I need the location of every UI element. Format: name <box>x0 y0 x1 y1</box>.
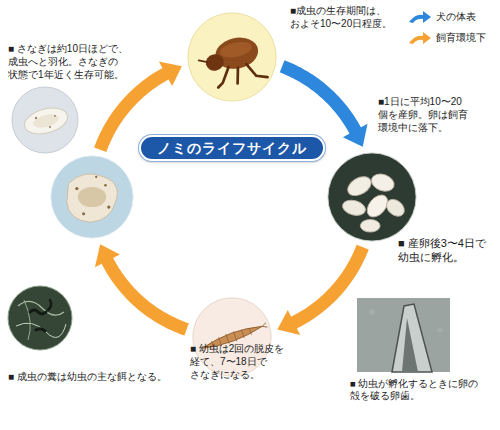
cycle-arrow <box>277 247 362 335</box>
stage-caption: ■ さなぎは約10日ほどで、 成虫へと羽化。さなぎの 状態で1年近く生存可能。 <box>8 42 140 81</box>
legend-row: 犬の体表 <box>408 10 496 24</box>
life-stage-circle: ■1日に平均10〜20 個を産卵。卵は飼育 環境中に落下。 <box>327 152 417 242</box>
legend-text: 飼育環境下 <box>436 31 486 45</box>
arrow-shaft <box>107 260 187 330</box>
arrowhead <box>95 244 120 267</box>
photo-circle <box>327 152 417 242</box>
arrowhead <box>343 124 368 147</box>
legend-row: 飼育環境下 <box>408 31 496 45</box>
note-text: ■ 成虫の糞は幼虫の主な餌となる。 <box>8 370 183 383</box>
life-stage-circle: ■ 幼虫は2回の脱皮を 経て、7〜18日で さなぎになる。 <box>192 297 272 377</box>
feces-photo <box>8 286 72 350</box>
legend-arrow <box>408 10 432 24</box>
arrowhead <box>277 310 300 335</box>
stage-caption: ■ 幼虫は2回の脱皮を 経て、7〜18日で さなぎになる。 <box>190 342 300 381</box>
note-text: ■ 幼虫が孵化するときに卵の 殻を破る卵歯。 <box>350 378 496 403</box>
pupa-closeup-photo <box>12 87 78 153</box>
arrow-shaft <box>282 66 356 131</box>
egg-tooth-photo <box>357 298 450 372</box>
arrowhead <box>159 61 182 86</box>
diagram-title: ノミのライフサイクル <box>157 140 307 156</box>
cycle-arrow <box>95 244 187 329</box>
arrow-shaft <box>293 247 363 323</box>
legend-arrow <box>408 31 432 45</box>
title-pill: ノミのライフサイクル <box>139 135 325 161</box>
photo-circle <box>187 12 277 102</box>
note-text: ■ 産卵後3〜4日で 幼虫に孵化。 <box>398 236 494 265</box>
stage-caption: ■成虫の生存期間は、 およそ10〜20日程度。 <box>290 4 402 30</box>
legend-text: 犬の体表 <box>436 10 476 24</box>
life-stage-circle: ■ さなぎは約10日ほどで、 成虫へと羽化。さなぎの 状態で1年近く生存可能。 <box>50 155 134 239</box>
photo-circle <box>50 155 134 239</box>
stage-caption: ■1日に平均10〜20 個を産卵。卵は飼育 環境中に落下。 <box>378 95 478 134</box>
life-stage-circle: ■成虫の生存期間は、 およそ10〜20日程度。 <box>187 12 277 102</box>
